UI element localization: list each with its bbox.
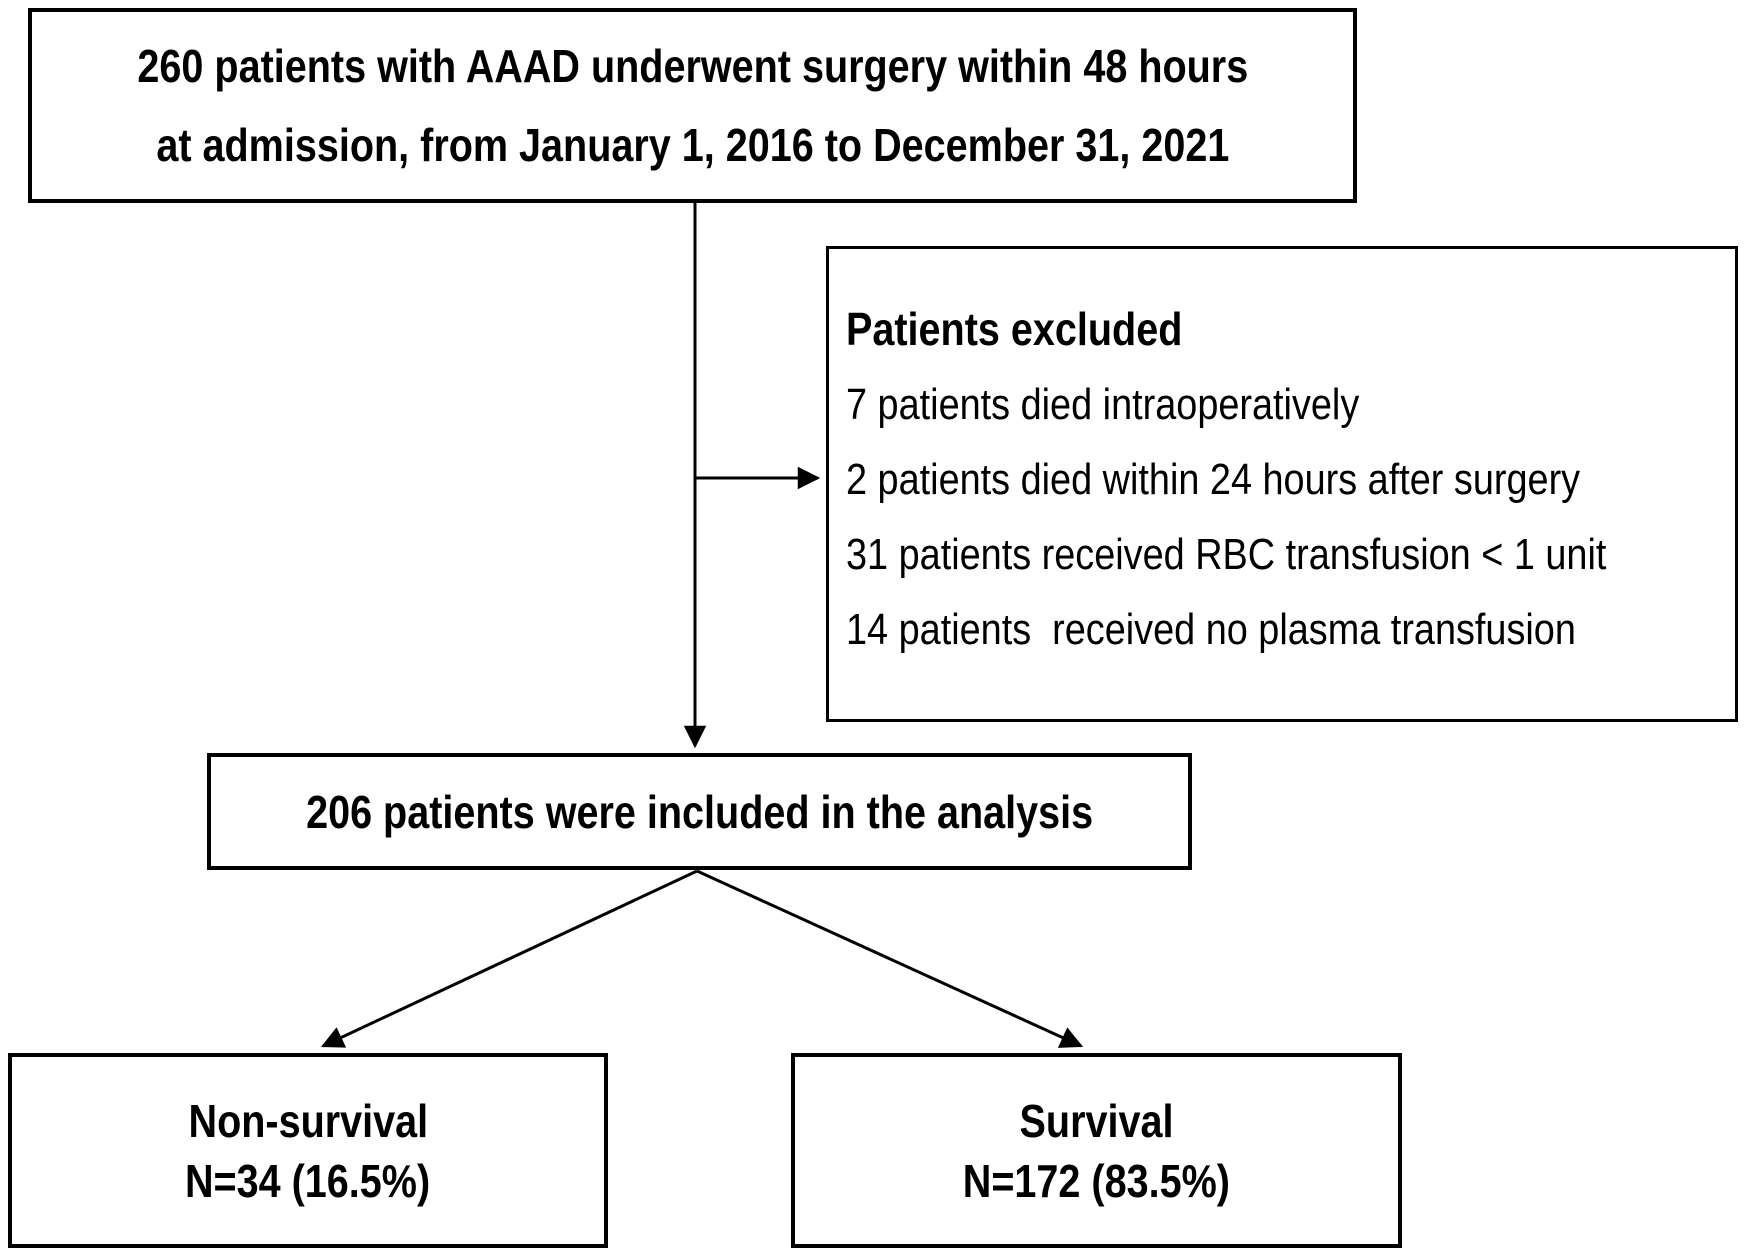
initial-cohort-line1: 260 patients with AAAD underwent surgery… [137, 39, 1248, 92]
excluded-item: 31 patients received RBC transfusion < 1… [846, 530, 1607, 579]
excluded-item: 2 patients died within 24 hours after su… [846, 455, 1581, 504]
box-non-survival: Non-survival N=34 (16.5%) [8, 1053, 608, 1248]
box-initial-cohort: 260 patients with AAAD underwent surgery… [28, 8, 1357, 203]
initial-cohort-line2: at admission, from January 1, 2016 to De… [155, 118, 1230, 171]
excluded-item: 14 patients received no plasma transfusi… [846, 605, 1576, 654]
box-included-in-analysis: 206 patients were included in the analys… [207, 753, 1192, 870]
survival-label: Survival [1019, 1094, 1174, 1147]
non-survival-label: Non-survival [188, 1094, 428, 1147]
arrow-included-to-nonsurvival [320, 869, 698, 1048]
included-text: 206 patients were included in the analys… [305, 785, 1094, 838]
arrow-included-to-survival [696, 869, 1084, 1048]
non-survival-count: N=34 (16.5%) [185, 1154, 431, 1207]
excluded-item: 7 patients died intraoperatively [846, 380, 1360, 429]
box-patients-excluded: Patients excluded 7 patients died intrao… [826, 246, 1738, 722]
box-survival: Survival N=172 (83.5%) [791, 1053, 1402, 1248]
survival-count: N=172 (83.5%) [962, 1154, 1231, 1207]
excluded-title: Patients excluded [846, 303, 1183, 355]
